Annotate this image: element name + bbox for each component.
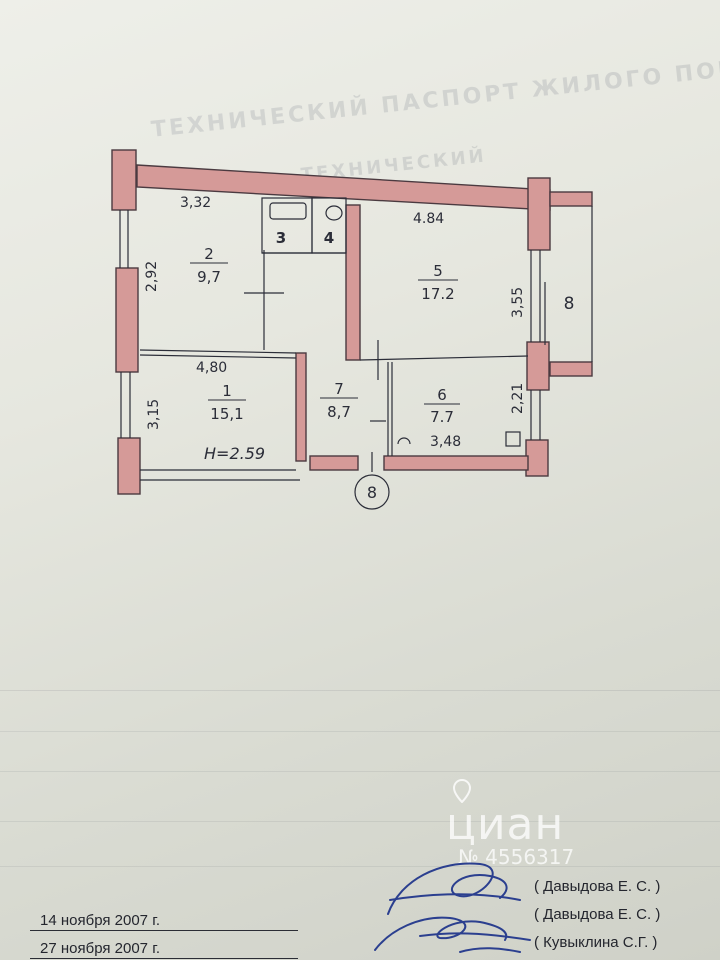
location-pin-icon (452, 779, 472, 803)
room-5-number: 5 (433, 262, 443, 280)
dim-left-upper: 2,92 (144, 261, 160, 292)
room-4-number: 4 (324, 229, 334, 247)
room-1-area: 15,1 (210, 405, 243, 423)
room-5-area: 17.2 (421, 285, 454, 303)
wall-bottom-mid (309, 455, 359, 471)
dim-right-upper: 3,55 (510, 287, 526, 318)
area-fraction-lines (190, 262, 460, 405)
room-2-number: 2 (204, 245, 214, 263)
date-2: 27 ноября 2007 г. (40, 940, 160, 957)
wall-bottom-right (383, 455, 529, 471)
signatory-1: ( Давыдова Е. С. ) (534, 878, 661, 895)
wall-balcony-top (549, 191, 593, 207)
room-6-number: 6 (437, 386, 447, 404)
dim-top-left: 3,32 (180, 195, 211, 211)
date-rule-2 (30, 958, 298, 959)
room-7-area: 8,7 (327, 403, 351, 421)
listing-id: № 4556317 (458, 845, 575, 869)
dim-left-lower: 3,15 (146, 399, 162, 430)
faint-bottom-table (0, 690, 720, 891)
room-1-number: 1 (222, 382, 232, 400)
wall-interior-vertical-5 (345, 204, 361, 361)
room-2-area: 9,7 (197, 268, 221, 286)
wall-left-bottom (117, 437, 141, 495)
date-1: 14 ноября 2007 г. (40, 912, 160, 929)
wall-balcony-bottom (549, 361, 593, 377)
signatory-2: ( Давыдова Е. С. ) (534, 906, 661, 923)
handwritten-signatures (374, 862, 531, 953)
room-7-number: 7 (334, 380, 344, 398)
dim-right-lower: 2,21 (510, 383, 526, 414)
wall-right-top (527, 177, 551, 251)
section-marker: 8 (367, 483, 377, 502)
room-6-area: 7.7 (430, 408, 454, 426)
plan-walls (111, 149, 593, 495)
room-8-number: 8 (564, 294, 575, 314)
wall-right-mid (526, 341, 550, 391)
signatory-3: ( Кувыклина С.Г. ) (534, 934, 658, 951)
dim-mid-horizontal: 4,80 (196, 360, 227, 376)
cian-watermark: циан № 4556317 (440, 779, 680, 875)
dim-top-right: 4.84 (413, 211, 444, 227)
date-rule-1 (30, 930, 298, 931)
wall-right-bottom (525, 439, 549, 477)
plan-lines (119, 197, 593, 510)
room-3-number: 3 (276, 229, 286, 247)
dim-bottom-right: 3,48 (430, 434, 461, 450)
ceiling-height: H=2.59 (204, 444, 265, 463)
wall-left-mid (115, 267, 139, 373)
cian-logo: циан (446, 799, 565, 850)
wall-left-top (111, 149, 137, 211)
wall-interior-vertical-1 (295, 352, 307, 462)
floor-plan: 2 9,7 3 4 5 17.2 1 15,1 7 8,7 6 7.7 8 3,… (111, 149, 593, 510)
